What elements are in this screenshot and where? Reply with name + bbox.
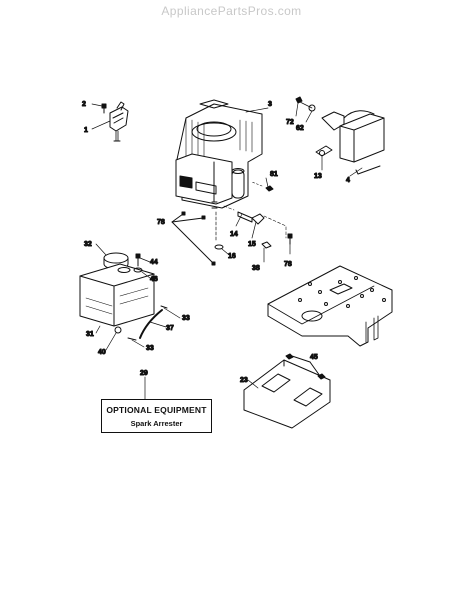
- engine-bolts-part: [171, 211, 216, 266]
- mounting-plate-part: [267, 265, 393, 347]
- callout-62: 62: [296, 125, 304, 132]
- spark-arrester-part: [243, 353, 331, 429]
- callout-38: 38: [252, 265, 260, 272]
- callout-40: 40: [98, 349, 106, 356]
- muffler-part: [315, 110, 385, 175]
- callout-78-bracket: 78: [284, 261, 292, 268]
- callout-31: 31: [86, 331, 94, 338]
- bolt-81-part: [251, 181, 274, 192]
- callout-16: 16: [228, 253, 236, 260]
- engine-part: [175, 99, 263, 243]
- optional-equipment-subtitle: Spark Arrester: [130, 419, 183, 428]
- callout-32: 32: [84, 241, 92, 248]
- callout-1: 1: [84, 127, 88, 134]
- throttle-control-part: [101, 101, 129, 142]
- callout-46: 46: [150, 276, 158, 283]
- callout-45: 45: [310, 354, 318, 361]
- callout-13: 13: [314, 173, 322, 180]
- leader-lines: [91, 102, 363, 400]
- callout-15: 15: [248, 241, 256, 248]
- callout-23: 23: [240, 377, 248, 384]
- watermark: AppliancePartsPros.com: [161, 4, 302, 18]
- callout-37: 37: [166, 325, 174, 332]
- optional-equipment-title: OPTIONAL EQUIPMENT: [106, 405, 207, 415]
- fuel-line-part: [114, 305, 168, 341]
- callout-14: 14: [230, 231, 238, 238]
- callout-33-top: 33: [182, 315, 190, 322]
- hardware-part: [214, 233, 293, 250]
- callout-29: 29: [140, 370, 148, 377]
- callout-4: 4: [346, 177, 350, 184]
- callout-78-engine: 78: [157, 219, 165, 226]
- callout-81: 81: [270, 171, 278, 178]
- fuel-tank-part: [79, 252, 155, 327]
- optional-equipment-box: OPTIONAL EQUIPMENT Spark Arrester: [101, 399, 212, 433]
- callout-2: 2: [82, 101, 86, 108]
- tank-screw-part: [133, 253, 143, 273]
- callout-72: 72: [286, 119, 294, 126]
- muffler-bolt-part: [295, 96, 316, 112]
- callout-33-bottom: 33: [146, 345, 154, 352]
- callout-3: 3: [268, 101, 272, 108]
- callout-44: 44: [150, 259, 158, 266]
